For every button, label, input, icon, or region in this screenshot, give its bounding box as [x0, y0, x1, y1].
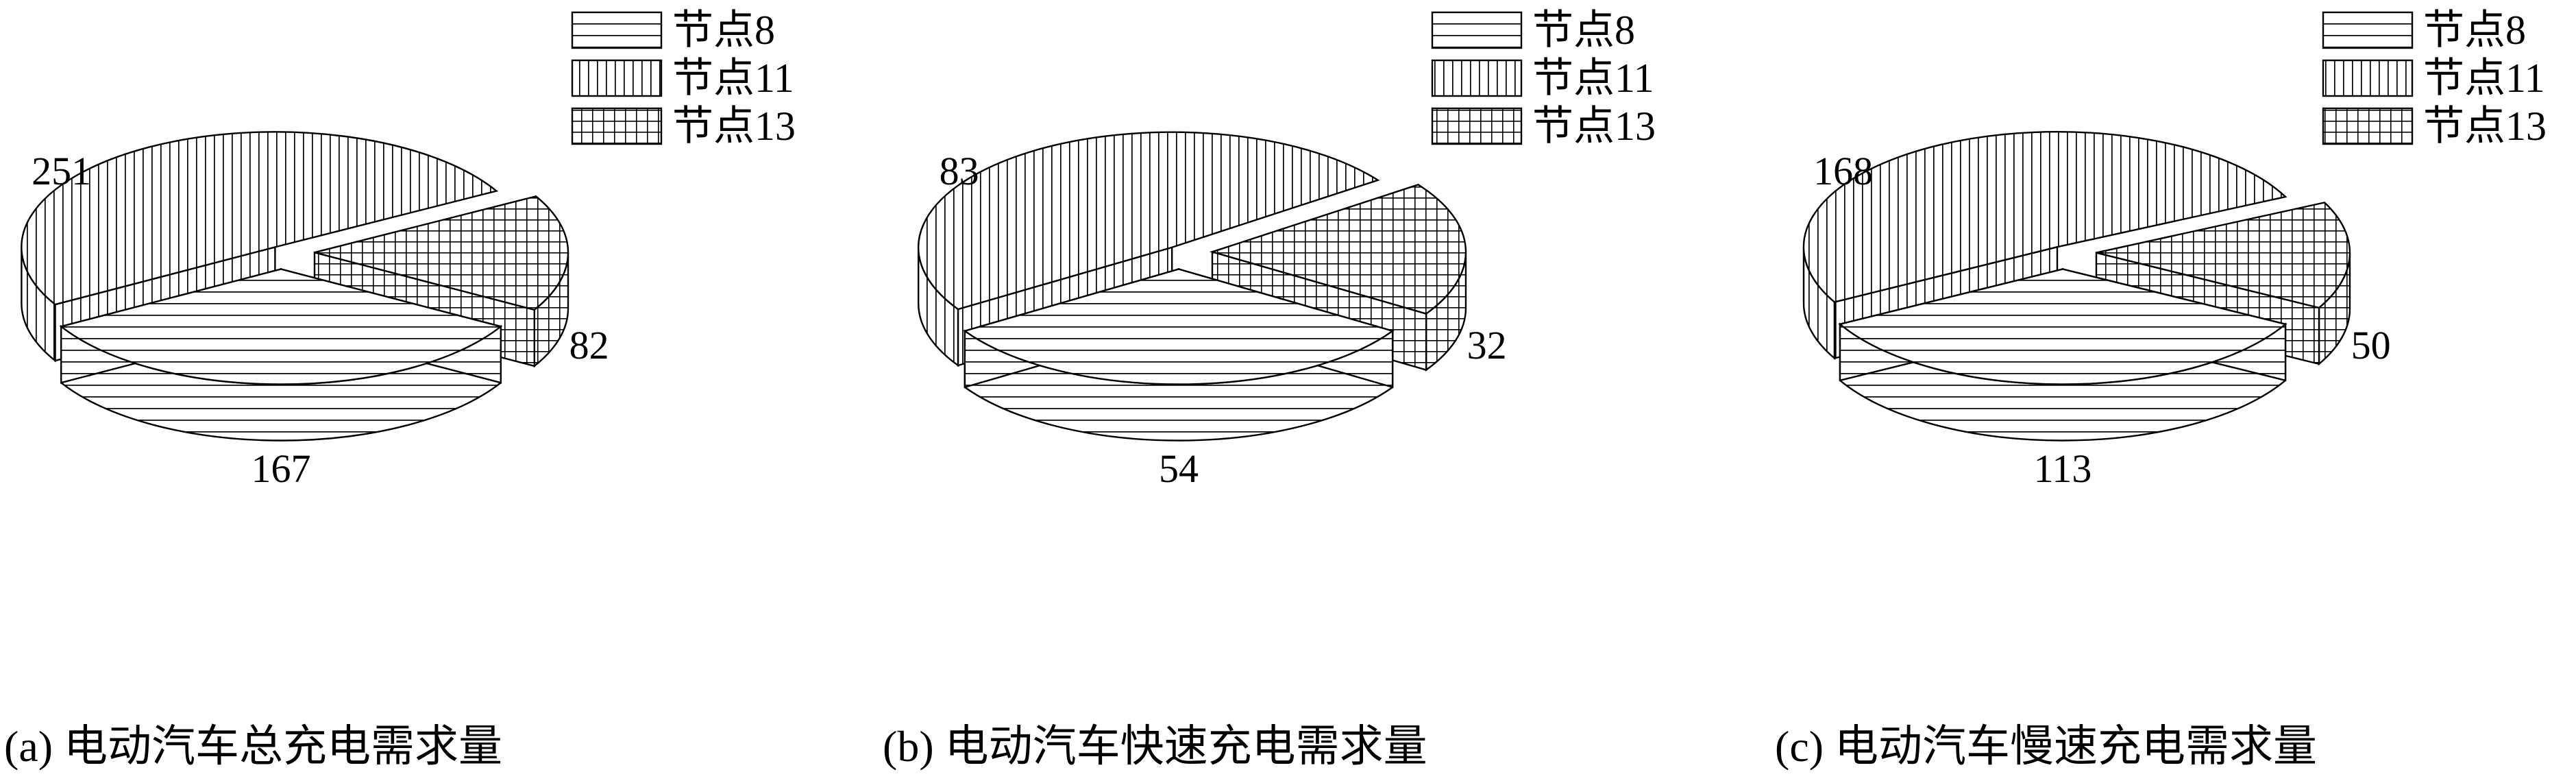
legend-swatch-1-2 — [571, 59, 663, 97]
legend-label-3-2: 节点11 — [2423, 56, 2545, 101]
legend-label-3-1: 节点8 — [2423, 8, 2526, 53]
pie-value-label-3-2: 168 — [1813, 149, 1873, 193]
pie-value-label-1-2: 251 — [32, 149, 91, 193]
legend-swatch-3-2 — [2322, 59, 2414, 97]
pie-value-label-3-3: 50 — [2351, 323, 2391, 368]
pie-caption-3: (c) 电动汽车慢速充电需求量 — [1775, 722, 2317, 771]
legend-swatch-3-1 — [2322, 11, 2414, 49]
pie-caption-2: (b) 电动汽车快速充电需求量 — [883, 722, 1427, 771]
pie-slice-3-1: 113 — [1838, 267, 2287, 491]
legend-label-1-1: 节点8 — [672, 8, 775, 53]
pie-value-label-2-1: 54 — [1159, 446, 1199, 491]
pie-value-label-1-3: 82 — [569, 323, 609, 368]
pie-slice-1-1: 167 — [59, 267, 503, 491]
legend-swatch-2-2 — [1431, 59, 1523, 97]
pie-value-label-2-3: 32 — [1467, 323, 1507, 368]
legend-swatch-2-1 — [1431, 11, 1523, 49]
pie-value-label-1-1: 167 — [252, 446, 311, 491]
legend-swatch-3-3 — [2322, 107, 2414, 145]
legend-label-1-3: 节点13 — [672, 104, 796, 149]
pie-value-label-2-2: 83 — [940, 149, 979, 193]
pie-caption-1: (a) 电动汽车总充电需求量 — [4, 722, 502, 771]
legend-label-3-3: 节点13 — [2423, 104, 2547, 149]
legend-label-2-1: 节点8 — [1532, 8, 1635, 53]
charts-layer: 251 82 167 (a) 电动汽车总充电需求量 83 32 54 (b) 电动汽车快速充电… — [4, 131, 2391, 771]
pie-slice-2-1: 54 — [963, 267, 1395, 491]
legend-label-2-2: 节点11 — [1532, 56, 1654, 101]
pie-panel-1: 251 82 167 (a) 电动汽车总充电需求量 — [4, 131, 609, 771]
legend-swatch-1-1 — [571, 11, 663, 49]
pie-panel-3: 168 50 113 (c) 电动汽车慢速充电需求量 — [1775, 131, 2391, 771]
legend-label-2-3: 节点13 — [1532, 104, 1656, 149]
legend-swatch-1-3 — [571, 107, 663, 145]
legend-label-1-2: 节点11 — [672, 56, 794, 101]
pie-value-label-3-1: 113 — [2034, 446, 2092, 491]
legend-swatch-2-3 — [1431, 107, 1523, 145]
pie-panel-2: 83 32 54 (b) 电动汽车快速充电需求量 — [883, 131, 1507, 771]
